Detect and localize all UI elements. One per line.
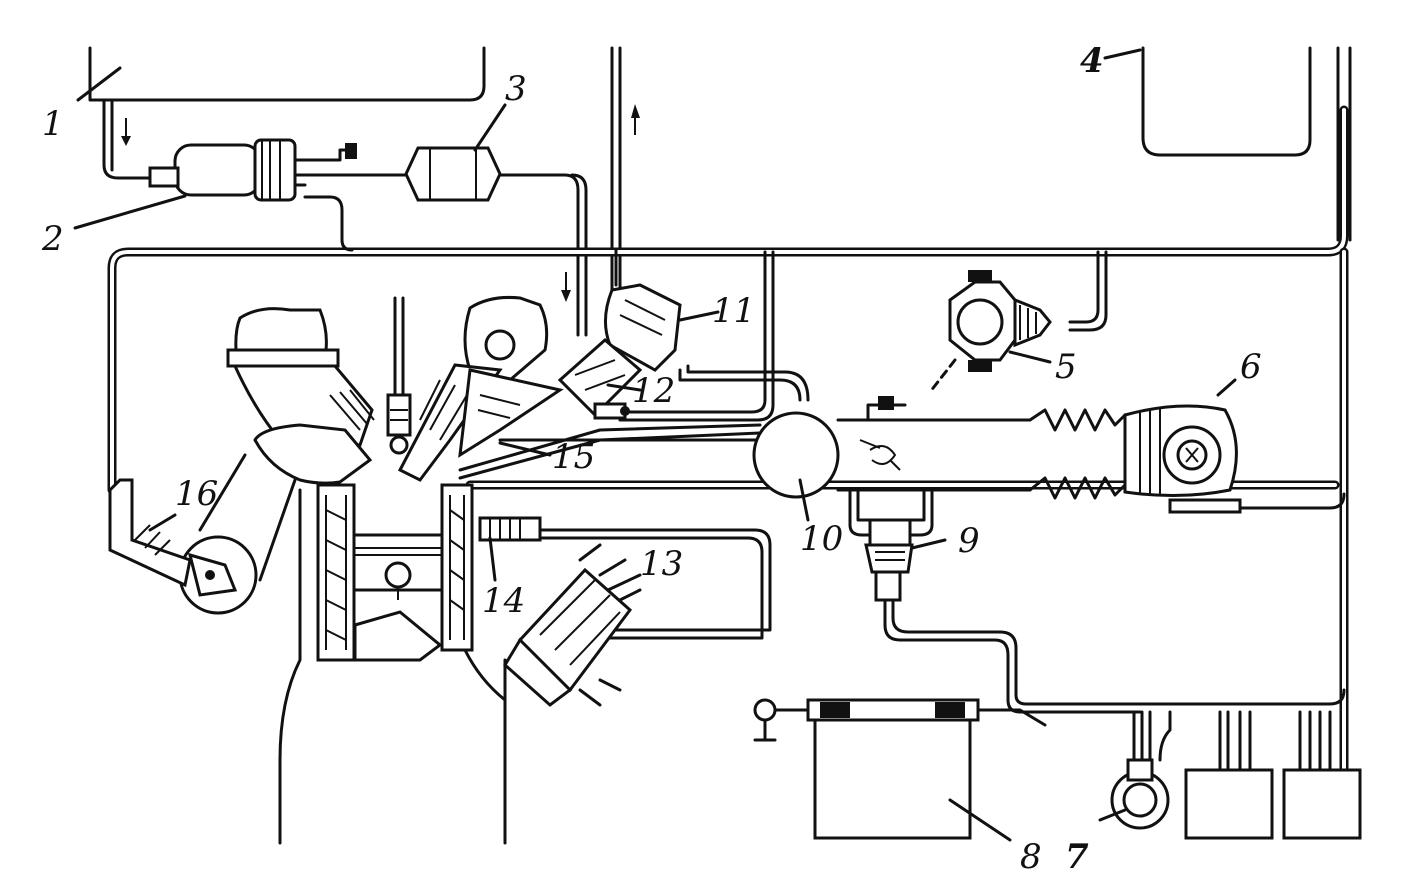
cylinder-head <box>386 296 762 482</box>
intake-assembly <box>198 307 375 582</box>
fuel-pump-2 <box>148 138 357 202</box>
label-13: 13 <box>640 544 683 584</box>
engine-block <box>278 483 507 845</box>
throttle-10 <box>638 396 1032 499</box>
injector-11 <box>604 248 682 372</box>
label-7: 7 <box>1065 837 1089 877</box>
ignition-switch-7 <box>1110 758 1170 830</box>
injector-12 <box>557 338 643 420</box>
sensor-9 <box>848 488 934 602</box>
distributor-13 <box>503 543 642 707</box>
label-3: 3 <box>505 69 527 109</box>
fuel-filter-3 <box>323 146 588 337</box>
label-14: 14 <box>482 581 525 621</box>
sensor-14 <box>478 516 542 542</box>
valve-5 <box>928 270 1052 394</box>
label-10: 10 <box>800 519 843 559</box>
label-11: 11 <box>712 291 755 331</box>
relay-block-1 <box>1184 768 1274 840</box>
sensor-16 <box>108 478 258 615</box>
label-6: 6 <box>1240 347 1262 387</box>
label-8: 8 <box>1020 837 1042 877</box>
leader-lines <box>73 48 1237 842</box>
pipe-network <box>107 105 1349 775</box>
airflow-sensor-6 <box>1028 404 1242 514</box>
label-1: 1 <box>42 104 64 144</box>
fuel-tank-1 <box>88 46 486 180</box>
label-5: 5 <box>1055 347 1077 387</box>
tank-4 <box>1141 46 1352 242</box>
label-12: 12 <box>632 371 675 411</box>
label-4: 4 <box>1080 41 1104 81</box>
labels: 1 2 3 4 5 6 7 8 9 10 11 12 13 14 15 16 <box>41 41 1262 877</box>
relay-block-2 <box>1282 768 1362 840</box>
label-2: 2 <box>41 219 64 259</box>
label-15: 15 <box>552 437 595 477</box>
battery-8 <box>753 698 980 840</box>
label-16: 16 <box>175 474 218 514</box>
label-9: 9 <box>958 521 980 561</box>
